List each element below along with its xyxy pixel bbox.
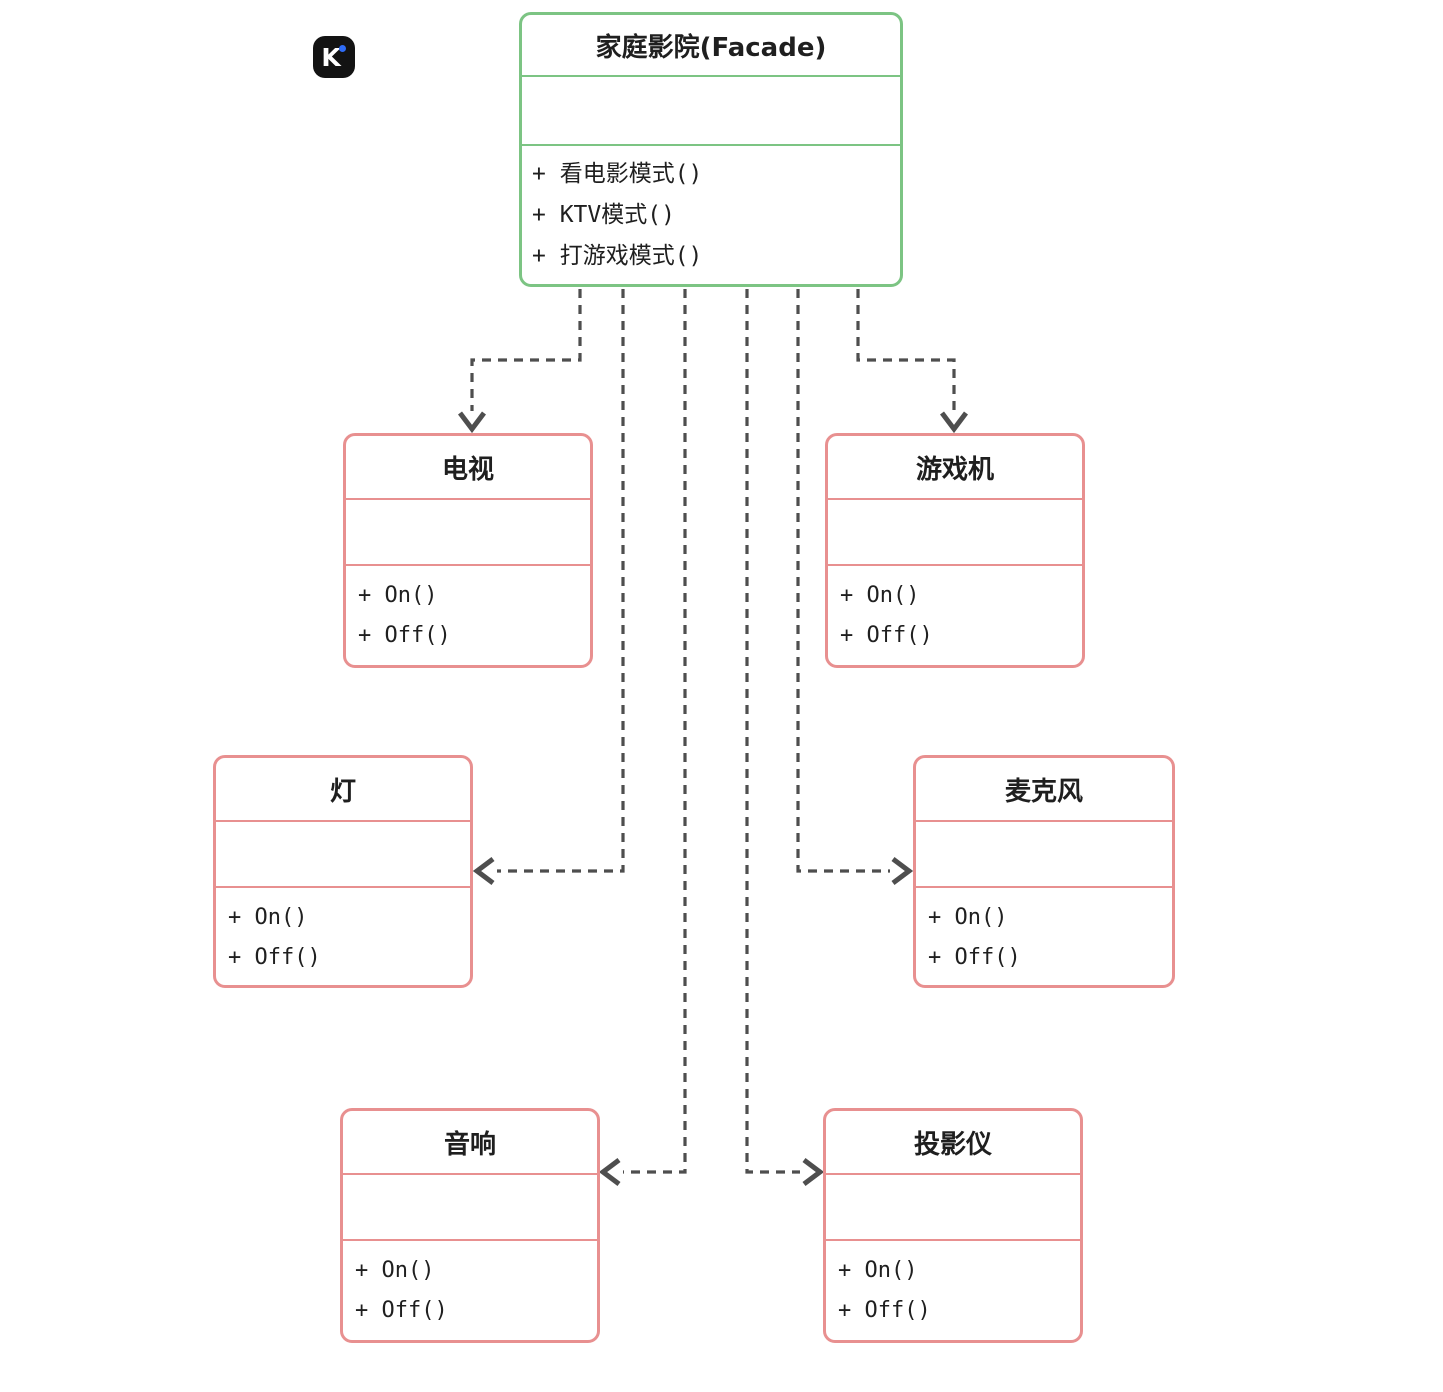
game-console-title: 游戏机 — [828, 436, 1082, 500]
arrowhead-down-game-console-icon — [940, 411, 968, 434]
projector-methods-section: + On() + Off() — [826, 1241, 1080, 1340]
light-title: 灯 — [216, 758, 470, 822]
tv-title: 电视 — [346, 436, 590, 500]
microphone-title: 麦克风 — [916, 758, 1172, 822]
speaker-title: 音响 — [343, 1111, 597, 1175]
game-console-methods-section: + On() + Off() — [828, 566, 1082, 665]
method-gaming-mode: + 打游戏模式() — [532, 243, 703, 269]
tv-methods-section: + On() + Off() — [346, 566, 590, 665]
method-on: + On() — [228, 905, 308, 930]
facade-attributes-section — [522, 77, 900, 146]
method-off: + Off() — [358, 623, 451, 648]
method-off: + Off() — [228, 945, 321, 970]
game-console-attributes-section — [828, 500, 1082, 566]
arrowhead-right-microphone-icon — [891, 857, 914, 885]
light-methods-section: + On() + Off() — [216, 888, 470, 985]
connector-facade-to-game-console — [856, 289, 956, 411]
method-movie-mode: + 看电影模式() — [532, 161, 703, 187]
arrowhead-down-tv-icon — [458, 411, 486, 434]
tv-attributes-section — [346, 500, 590, 566]
method-off: + Off() — [928, 945, 1021, 970]
logo-letter: K — [321, 42, 341, 72]
connector-facade-to-speaker — [623, 289, 687, 1174]
arrowhead-left-speaker-icon — [598, 1158, 621, 1186]
class-box-speaker: 音响 + On() + Off() — [340, 1108, 600, 1343]
facade-title: 家庭影院(Facade) — [522, 15, 900, 77]
class-box-microphone: 麦克风 + On() + Off() — [913, 755, 1175, 988]
kimi-logo: K — [313, 36, 355, 78]
class-box-light: 灯 + On() + Off() — [213, 755, 473, 988]
class-box-tv: 电视 + On() + Off() — [343, 433, 593, 668]
facade-methods-section: + 看电影模式() + KTV模式() + 打游戏模式() — [522, 146, 900, 284]
speaker-attributes-section — [343, 1175, 597, 1241]
logo-dot-icon — [339, 45, 346, 52]
method-ktv-mode: + KTV模式() — [532, 202, 675, 228]
microphone-attributes-section — [916, 822, 1172, 888]
method-on: + On() — [358, 583, 438, 608]
projector-attributes-section — [826, 1175, 1080, 1241]
arrowhead-right-projector-icon — [802, 1158, 825, 1186]
method-off: + Off() — [840, 623, 933, 648]
method-off: + Off() — [355, 1298, 448, 1323]
light-attributes-section — [216, 822, 470, 888]
class-box-facade: 家庭影院(Facade) + 看电影模式() + KTV模式() + 打游戏模式… — [519, 12, 903, 287]
microphone-methods-section: + On() + Off() — [916, 888, 1172, 985]
method-on: + On() — [840, 583, 920, 608]
speaker-methods-section: + On() + Off() — [343, 1241, 597, 1340]
connector-facade-to-projector — [745, 289, 800, 1174]
method-on: + On() — [355, 1258, 435, 1283]
method-on: + On() — [928, 905, 1008, 930]
connector-facade-to-tv — [470, 289, 582, 411]
class-box-game-console: 游戏机 + On() + Off() — [825, 433, 1085, 668]
method-off: + Off() — [838, 1298, 931, 1323]
method-on: + On() — [838, 1258, 918, 1283]
class-box-projector: 投影仪 + On() + Off() — [823, 1108, 1083, 1343]
arrowhead-left-light-icon — [472, 857, 495, 885]
projector-title: 投影仪 — [826, 1111, 1080, 1175]
